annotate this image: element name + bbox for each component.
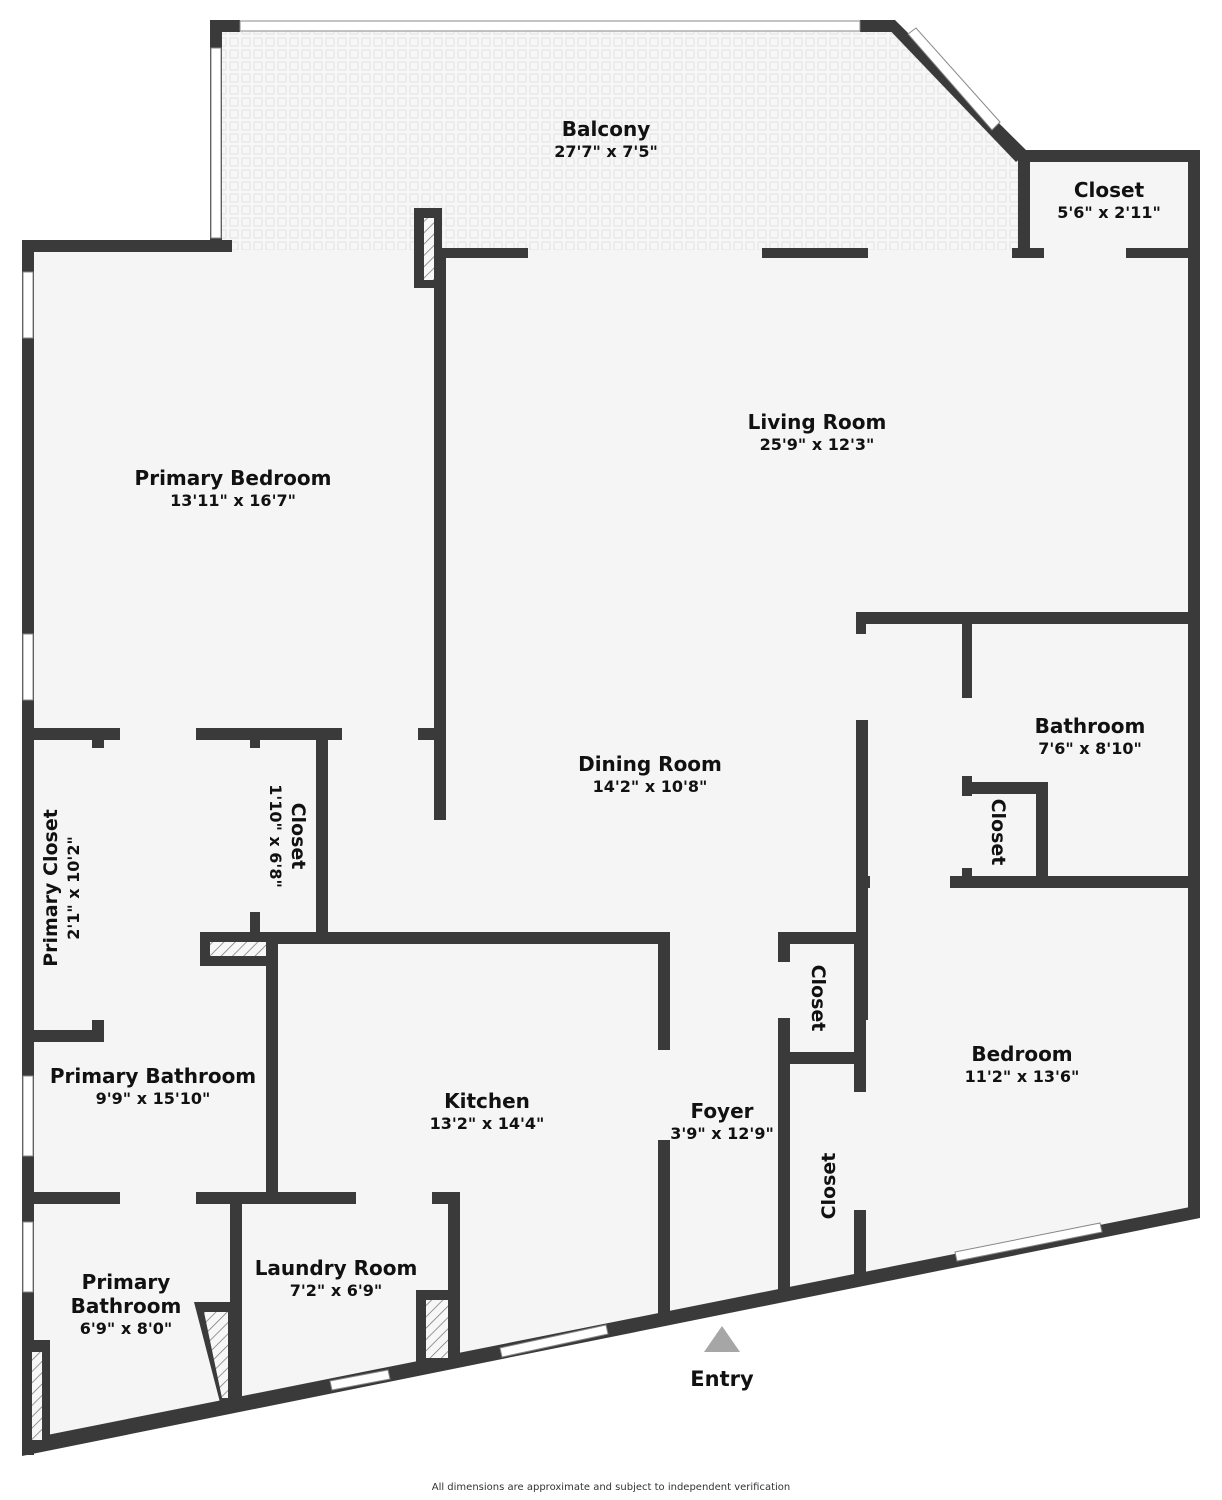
disclaimer-text: All dimensions are approximate and subje…: [431, 1482, 791, 1493]
room-label-balcony: Balcony 27'7" x 7'5": [554, 117, 658, 163]
room-label-living-room: Living Room 25'9" x 12'3": [748, 410, 887, 456]
room-label-primary-bathroom: Primary Bathroom 9'9" x 15'10": [50, 1064, 256, 1110]
room-label-primary-bedroom: Primary Bedroom 13'11" x 16'7": [135, 466, 332, 512]
hatched-structures: [32, 218, 448, 1440]
room-label-foyer: Foyer 3'9" x 12'9": [670, 1099, 774, 1145]
room-dimensions: 13'2" x 14'4": [429, 1114, 545, 1133]
room-name: Bathroom: [1034, 714, 1146, 738]
room-dimensions: 14'2" x 10'8": [592, 777, 708, 796]
room-dimensions: 6'9" x 8'0": [79, 1319, 173, 1338]
room-dimensions: 3'9" x 12'9": [670, 1124, 774, 1143]
room-label-bedroom: Bedroom 11'2" x 13'6": [965, 1042, 1080, 1088]
room-name: Laundry Room: [254, 1256, 418, 1280]
room-name: Kitchen: [444, 1089, 530, 1113]
room-name: Dining Room: [578, 752, 722, 776]
room-dimensions: 9'9" x 15'10": [95, 1089, 211, 1108]
room-dimensions: 5'6" x 2'11": [1057, 203, 1161, 222]
room-label-kitchen: Kitchen 13'2" x 14'4": [430, 1089, 545, 1135]
room-dimensions: 25'9" x 12'3": [759, 435, 875, 454]
room-name: Foyer: [690, 1099, 754, 1123]
room-label-bathroom: Bathroom 7'6" x 8'10": [1035, 714, 1146, 760]
room-dimensions: 7'2" x 6'9": [289, 1281, 383, 1300]
room-name: Living Room: [747, 410, 887, 434]
room-label-closet-foyer-lower: Closet: [817, 1153, 841, 1220]
room-name: Primary Bathroom: [49, 1064, 257, 1088]
room-dimensions: 13'11" x 16'7": [170, 491, 296, 510]
room-label-closet-bathroom: Closet: [986, 799, 1010, 866]
entry-arrow-icon: [704, 1326, 740, 1352]
room-label-primary-bathroom-small: Primary Bathroom 6'9" x 8'0": [71, 1270, 182, 1340]
room-label-primary-closet: Primary Closet 2'1" x 10'2": [39, 809, 85, 967]
room-dimensions: 2'1" x 10'2": [64, 836, 83, 940]
room-name-line2: Bathroom: [70, 1294, 182, 1318]
room-dimensions: 11'2" x 13'6": [964, 1067, 1080, 1086]
room-dimensions: 27'7" x 7'5": [554, 142, 658, 161]
room-name: Closet: [818, 1152, 840, 1220]
room-label-dining-room: Dining Room 14'2" x 10'8": [578, 752, 722, 798]
room-label-closet-primary: Closet 1'10" x 6'8": [264, 784, 310, 888]
room-name: Closet: [807, 964, 829, 1032]
room-name-line1: Primary: [81, 1270, 171, 1294]
room-label-laundry-room: Laundry Room 7'2" x 6'9": [255, 1256, 418, 1302]
room-name: Primary Closet: [40, 809, 62, 967]
room-label-closet-foyer-upper: Closet: [806, 965, 830, 1032]
room-name: Balcony: [561, 117, 651, 141]
room-label-closet-balcony: Closet 5'6" x 2'11": [1057, 178, 1161, 224]
room-name: Closet: [987, 798, 1009, 866]
room-name: Primary Bedroom: [134, 466, 332, 490]
windows: [22, 20, 1103, 1391]
room-dimensions: 7'6" x 8'10": [1038, 739, 1142, 758]
floor-fill: [32, 28, 1190, 1440]
room-dimensions: 1'10" x 6'8": [266, 784, 285, 888]
room-name: Closet: [287, 802, 309, 870]
room-name: Closet: [1073, 178, 1145, 202]
room-name: Bedroom: [971, 1042, 1073, 1066]
entry-label: Entry: [690, 1367, 754, 1391]
